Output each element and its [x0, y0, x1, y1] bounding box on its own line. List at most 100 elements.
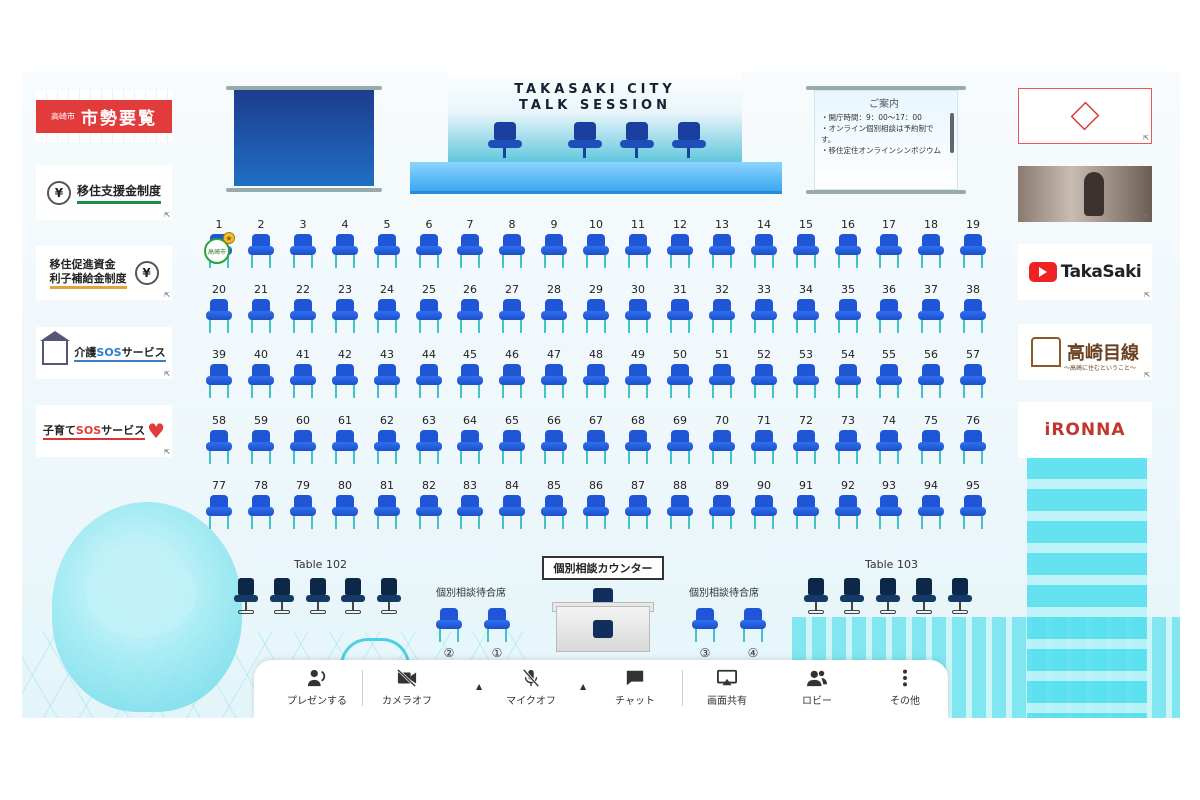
banner-shisei-youran[interactable]: 高崎市 市勢要覧 [36, 90, 172, 142]
seat-16[interactable] [835, 234, 861, 268]
waiting-chair[interactable] [692, 608, 718, 642]
banner-ijuu-sokushin[interactable]: 移住促進資金利子補給金制度 ¥ ⇱ [36, 246, 172, 300]
seat-73[interactable] [835, 430, 861, 464]
table-103-chair[interactable] [948, 578, 972, 618]
banner-video-thumbnail[interactable]: ⇱ [1018, 166, 1152, 222]
seat-12[interactable] [667, 234, 693, 268]
seat-17[interactable] [876, 234, 902, 268]
seat-76[interactable] [960, 430, 986, 464]
seat-66[interactable] [541, 430, 567, 464]
seat-36[interactable] [876, 299, 902, 333]
seat-6[interactable] [416, 234, 442, 268]
seat-83[interactable] [457, 495, 483, 529]
seat-26[interactable] [457, 299, 483, 333]
screen-share-button[interactable]: 画面共有 [684, 668, 770, 712]
seat-27[interactable] [499, 299, 525, 333]
waiting-chair[interactable] [740, 608, 766, 642]
banner-ijuu-shienkin[interactable]: ¥ 移住支援金制度 ⇱ [36, 166, 172, 220]
seat-3[interactable] [290, 234, 316, 268]
seat-82[interactable] [416, 495, 442, 529]
seat-75[interactable] [918, 430, 944, 464]
table-103-chair[interactable] [804, 578, 828, 618]
seat-8[interactable] [499, 234, 525, 268]
seat-68[interactable] [625, 430, 651, 464]
seat-71[interactable] [751, 430, 777, 464]
seat-56[interactable] [918, 364, 944, 398]
seat-54[interactable] [835, 364, 861, 398]
seat-19[interactable] [960, 234, 986, 268]
table-102-chair[interactable] [341, 578, 365, 618]
seat-2[interactable] [248, 234, 274, 268]
mic-options-caret[interactable]: ▲ [580, 682, 587, 691]
seat-28[interactable] [541, 299, 567, 333]
seat-31[interactable] [667, 299, 693, 333]
seat-33[interactable] [751, 299, 777, 333]
seat-80[interactable] [332, 495, 358, 529]
chat-button[interactable]: チャット [592, 668, 678, 712]
seat-23[interactable] [332, 299, 358, 333]
table-102-chair[interactable] [234, 578, 258, 618]
seat-38[interactable] [960, 299, 986, 333]
seat-69[interactable] [667, 430, 693, 464]
seat-24[interactable] [374, 299, 400, 333]
seat-20[interactable] [206, 299, 232, 333]
banner-kosodate-sos[interactable]: 子育てSOSサービス ♥ ⇱ [36, 405, 172, 457]
seat-85[interactable] [541, 495, 567, 529]
seat-44[interactable] [416, 364, 442, 398]
seat-65[interactable] [499, 430, 525, 464]
seat-29[interactable] [583, 299, 609, 333]
stage-chair[interactable] [672, 122, 706, 164]
stage-chair[interactable] [488, 122, 522, 164]
seat-42[interactable] [332, 364, 358, 398]
seat-10[interactable] [583, 234, 609, 268]
projection-screen[interactable] [226, 86, 382, 192]
seat-70[interactable] [709, 430, 735, 464]
seat-60[interactable] [290, 430, 316, 464]
table-103-chair[interactable] [912, 578, 936, 618]
seat-43[interactable] [374, 364, 400, 398]
seat-18[interactable] [918, 234, 944, 268]
seat-51[interactable] [709, 364, 735, 398]
seat-22[interactable] [290, 299, 316, 333]
seat-67[interactable] [583, 430, 609, 464]
seat-45[interactable] [457, 364, 483, 398]
seat-4[interactable] [332, 234, 358, 268]
banner-takasaki-mesen[interactable]: 高崎目線 〜高崎に住むということ〜 ⇱ [1018, 324, 1152, 380]
seat-14[interactable] [751, 234, 777, 268]
seat-81[interactable] [374, 495, 400, 529]
table-103-chair[interactable] [840, 578, 864, 618]
seat-40[interactable] [248, 364, 274, 398]
waiting-chair[interactable] [484, 608, 510, 642]
seat-62[interactable] [374, 430, 400, 464]
seat-13[interactable] [709, 234, 735, 268]
seat-91[interactable] [793, 495, 819, 529]
seat-47[interactable] [541, 364, 567, 398]
table-102-chair[interactable] [377, 578, 401, 618]
seat-90[interactable] [751, 495, 777, 529]
info-scrollbar[interactable] [950, 113, 954, 153]
seat-87[interactable] [625, 495, 651, 529]
present-button[interactable]: プレゼンする [274, 668, 360, 712]
banner-youtube[interactable]: TakaSaki ⇱ [1018, 244, 1152, 300]
seat-61[interactable] [332, 430, 358, 464]
seat-34[interactable] [793, 299, 819, 333]
table-102-chair[interactable] [306, 578, 330, 618]
seat-72[interactable] [793, 430, 819, 464]
seat-15[interactable] [793, 234, 819, 268]
seat-52[interactable] [751, 364, 777, 398]
camera-options-caret[interactable]: ▲ [476, 682, 483, 691]
seat-88[interactable] [667, 495, 693, 529]
seat-77[interactable] [206, 495, 232, 529]
stage-chair[interactable] [620, 122, 654, 164]
seat-7[interactable] [457, 234, 483, 268]
more-button[interactable]: その他 [862, 668, 948, 712]
seat-50[interactable] [667, 364, 693, 398]
seat-64[interactable] [457, 430, 483, 464]
banner-ironna[interactable]: iRONNA [1018, 402, 1152, 458]
seat-5[interactable] [374, 234, 400, 268]
banner-iju-logo[interactable]: ⇱ [1018, 88, 1152, 144]
seat-92[interactable] [835, 495, 861, 529]
seat-21[interactable] [248, 299, 274, 333]
seat-37[interactable] [918, 299, 944, 333]
seat-53[interactable] [793, 364, 819, 398]
